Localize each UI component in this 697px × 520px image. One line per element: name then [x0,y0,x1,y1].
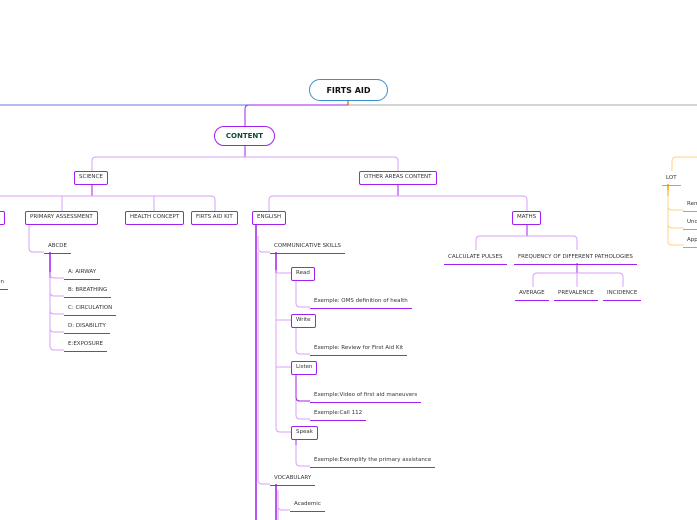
science-node[interactable]: SCIENCE [74,171,108,185]
exposure-node[interactable]: E:EXPOSURE [64,341,108,352]
example-node[interactable]: Exemple: Review for First Aid Kit [310,345,408,356]
content-label: CONTENT [225,132,264,140]
example-node[interactable]: Exemple:Call 112 [310,410,367,421]
primary-assessment-node[interactable]: PRIMARY ASSESSMENT [25,211,98,225]
vocabulary-node[interactable]: VOCABULARY [270,475,316,486]
airway-node[interactable]: A: AIRWAY [64,269,101,280]
english-node[interactable]: ENGLISH [252,211,287,225]
example-node[interactable]: Exemple: OMS definition of health [310,298,412,309]
academic-node[interactable]: Academic [290,501,325,512]
science-partial-node[interactable] [0,211,5,225]
average-node[interactable]: AVERAGE [515,290,549,301]
communicative-skills-node[interactable]: COMMUNICATIVE SKILLS [270,243,345,254]
read-node[interactable]: Read [291,267,315,281]
disability-node[interactable]: D: DISABILITY [64,323,110,334]
listen-node[interactable]: Listen [291,361,318,375]
lot-node[interactable]: LOT [662,175,681,186]
prevalence-node[interactable]: PREVALENCE [554,290,598,301]
other-areas-node[interactable]: OTHER AREAS CONTENT [359,171,437,185]
abcde-node[interactable]: ABCDE [44,243,71,254]
calculate-pulses-node[interactable]: CALCULATE PULSES [444,254,507,265]
root-label: FIRTS AID [326,85,371,95]
position-node[interactable]: sition [0,279,8,290]
breathing-node[interactable]: B: BREATHING [64,287,112,298]
root-node[interactable]: FIRTS AID [309,79,388,101]
write-node[interactable]: Write [291,314,316,328]
frequency-pathologies-node[interactable]: FREQUENCY OF DIFFERENT PATHOLOGIES [514,254,637,265]
circulation-node[interactable]: C: CIRCULATION [64,305,117,316]
lot-child-node[interactable]: App [683,237,697,248]
example-node[interactable]: Exemple:Exemplify the primary assistance [310,457,436,468]
health-concept-node[interactable]: HEALTH CONCEPT [125,211,185,225]
lot-child-node[interactable]: Und [683,219,697,230]
example-node[interactable]: Exemple:Video of first aid maneuvers [310,392,422,403]
lot-child-node[interactable]: Rem [683,201,697,212]
speak-node[interactable]: Speak [291,426,318,440]
firts-aid-kit-node[interactable]: FIRTS AID KIT [191,211,238,225]
incidence-node[interactable]: INCIDENCE [603,290,642,301]
content-node[interactable]: CONTENT [214,126,275,146]
maths-node[interactable]: MATHS [512,211,542,225]
